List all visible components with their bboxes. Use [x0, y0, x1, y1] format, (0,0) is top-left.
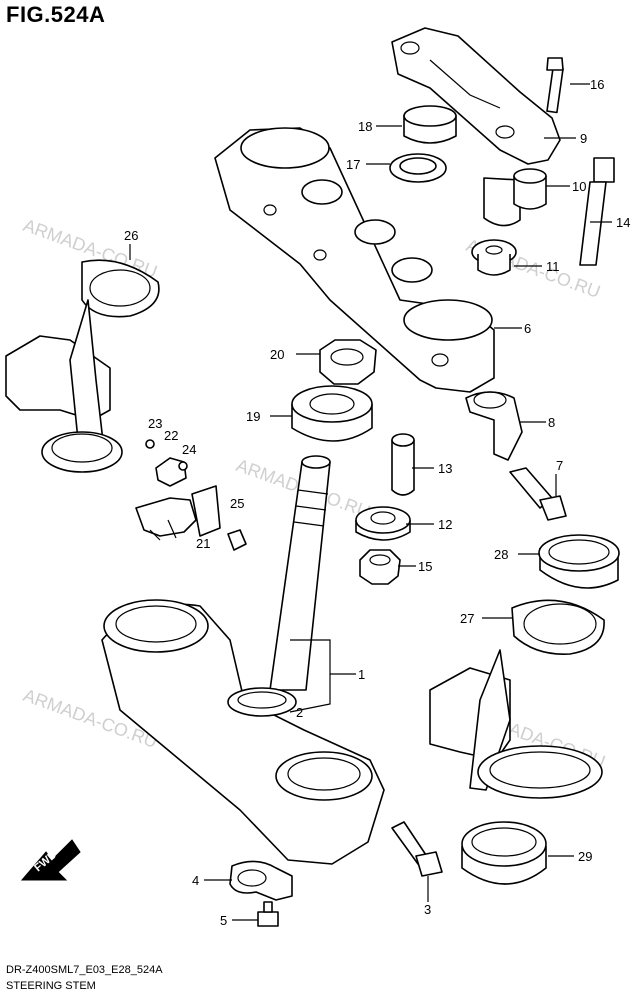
part-1-steering-stem	[101, 455, 385, 865]
part-28-dust-seal	[538, 534, 620, 589]
part-7-bolt	[509, 467, 567, 521]
callout-17: 17	[346, 157, 360, 172]
part-21-switch-assembly	[135, 485, 221, 541]
callout-7: 7	[556, 458, 563, 473]
part-19-bearing	[291, 385, 373, 442]
part-12-cap	[355, 506, 411, 541]
part-4-clamp	[229, 860, 293, 901]
part-14-long-bolt	[579, 157, 615, 266]
callout-11: 11	[546, 259, 560, 274]
callout-8: 8	[548, 415, 555, 430]
part-13-spacer	[391, 433, 415, 496]
part-5-screw	[257, 901, 279, 927]
callout-24: 24	[182, 442, 196, 457]
callout-6: 6	[524, 321, 531, 336]
callout-21: 21	[196, 536, 210, 551]
callout-1: 1	[358, 667, 365, 682]
callout-15: 15	[418, 559, 432, 574]
callout-4: 4	[192, 873, 199, 888]
callout-26: 26	[124, 228, 138, 243]
part-9-handlebar-upper-holder	[391, 27, 561, 165]
callout-9: 9	[580, 131, 587, 146]
part-20-stem-nut	[319, 339, 377, 385]
leader-lines	[129, 83, 612, 921]
callout-10: 10	[572, 179, 586, 194]
part-16-bolt	[546, 57, 564, 114]
part-29-dust-seal	[461, 821, 547, 885]
callout-29: 29	[578, 849, 592, 864]
part-8-cable-guide	[465, 391, 523, 461]
part-11-washer	[471, 239, 517, 276]
callout-18: 18	[358, 119, 372, 134]
part-3-bolt	[391, 821, 443, 877]
part-25-cap	[227, 529, 247, 551]
callout-20: 20	[270, 347, 284, 362]
callout-23: 23	[148, 416, 162, 431]
part-17-washer	[389, 153, 447, 183]
figure-title: FIG.524A	[6, 2, 106, 27]
callout-28: 28	[494, 547, 508, 562]
part-15-nut	[359, 549, 401, 585]
callout-22: 22	[164, 428, 178, 443]
callout-3: 3	[424, 902, 431, 917]
callout-13: 13	[438, 461, 452, 476]
callout-14: 14	[616, 215, 630, 230]
part-10-cushion	[483, 168, 547, 227]
callout-2: 2	[296, 705, 303, 720]
callout-16: 16	[590, 77, 604, 92]
footer-section-name: STEERING STEM	[6, 980, 96, 992]
callout-27: 27	[460, 611, 474, 626]
forward-direction-arrow: FWD	[20, 839, 81, 881]
part-26-meter-bracket	[5, 259, 160, 473]
part-6-upper-bracket	[214, 127, 495, 393]
part-24-washer	[178, 461, 188, 471]
part-27-bracket	[429, 599, 605, 799]
callout-12: 12	[438, 517, 452, 532]
callout-5: 5	[220, 913, 227, 928]
footer-model-code: DR-Z400SML7_E03_E28_524A	[6, 964, 163, 976]
part-23-screw	[145, 439, 155, 449]
callout-19: 19	[246, 409, 260, 424]
callout-25: 25	[230, 496, 244, 511]
part-18-cushion	[403, 105, 457, 144]
